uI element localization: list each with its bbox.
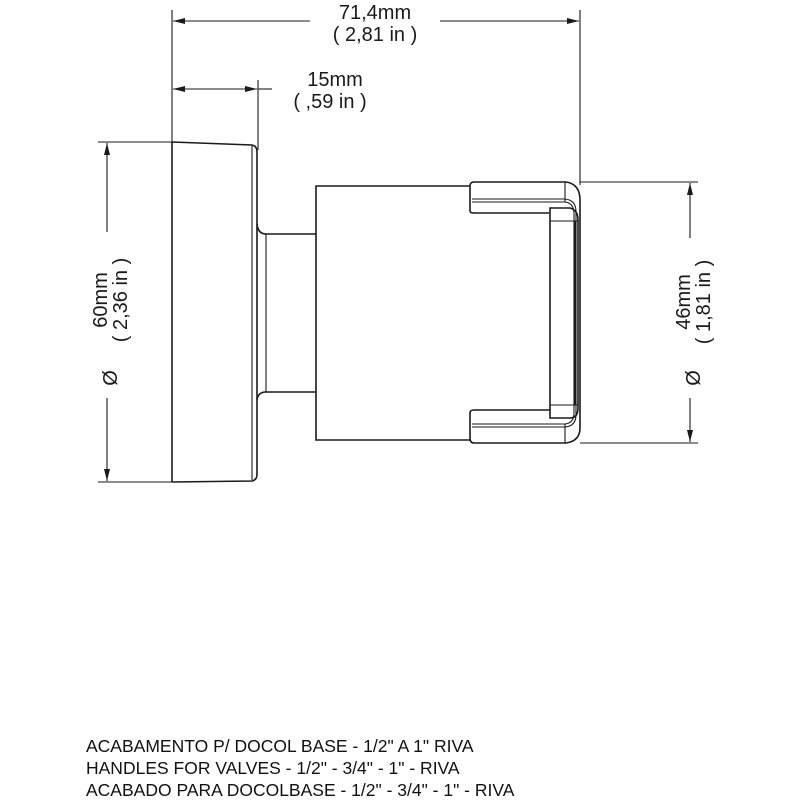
base-diameter-dimension: 60mm ( 2,36 in ) Ø (90, 141, 172, 483)
overall-length-dimension: 71,4mm ( 2,81 in ) (171, 2, 581, 185)
diameter-symbol-icon: Ø (683, 370, 705, 386)
overall-length-mm: 71,4mm (339, 2, 411, 24)
handle-diameter-dimension: 46mm ( 1,81 in ) Ø (580, 181, 715, 444)
caption-line-english: HANDLES FOR VALVES - 1/2" - 3/4" - 1" - … (86, 758, 460, 778)
product-caption: ACABAMENTO P/ DOCOL BASE - 1/2" A 1" RIV… (86, 735, 514, 801)
base-depth-in: ( ,59 in ) (293, 91, 366, 113)
handle-diameter-mm: 46mm (673, 274, 695, 330)
base-depth-dimension: 15mm ( ,59 in ) (173, 69, 367, 150)
caption-line-portuguese: ACABAMENTO P/ DOCOL BASE - 1/2" A 1" RIV… (86, 736, 474, 756)
diameter-symbol-icon: Ø (100, 370, 122, 386)
base-diameter-mm: 60mm (90, 272, 112, 328)
overall-length-in: ( 2,81 in ) (333, 24, 417, 46)
base-diameter-in: ( 2,36 in ) (110, 258, 132, 342)
caption-line-spanish: ACABADO PARA DOCOLBASE - 1/2" - 3/4" - 1… (86, 780, 515, 800)
handle-part-outline (171, 141, 581, 483)
handle-diameter-in: ( 1,81 in ) (693, 260, 715, 344)
base-depth-mm: 15mm (307, 69, 363, 91)
